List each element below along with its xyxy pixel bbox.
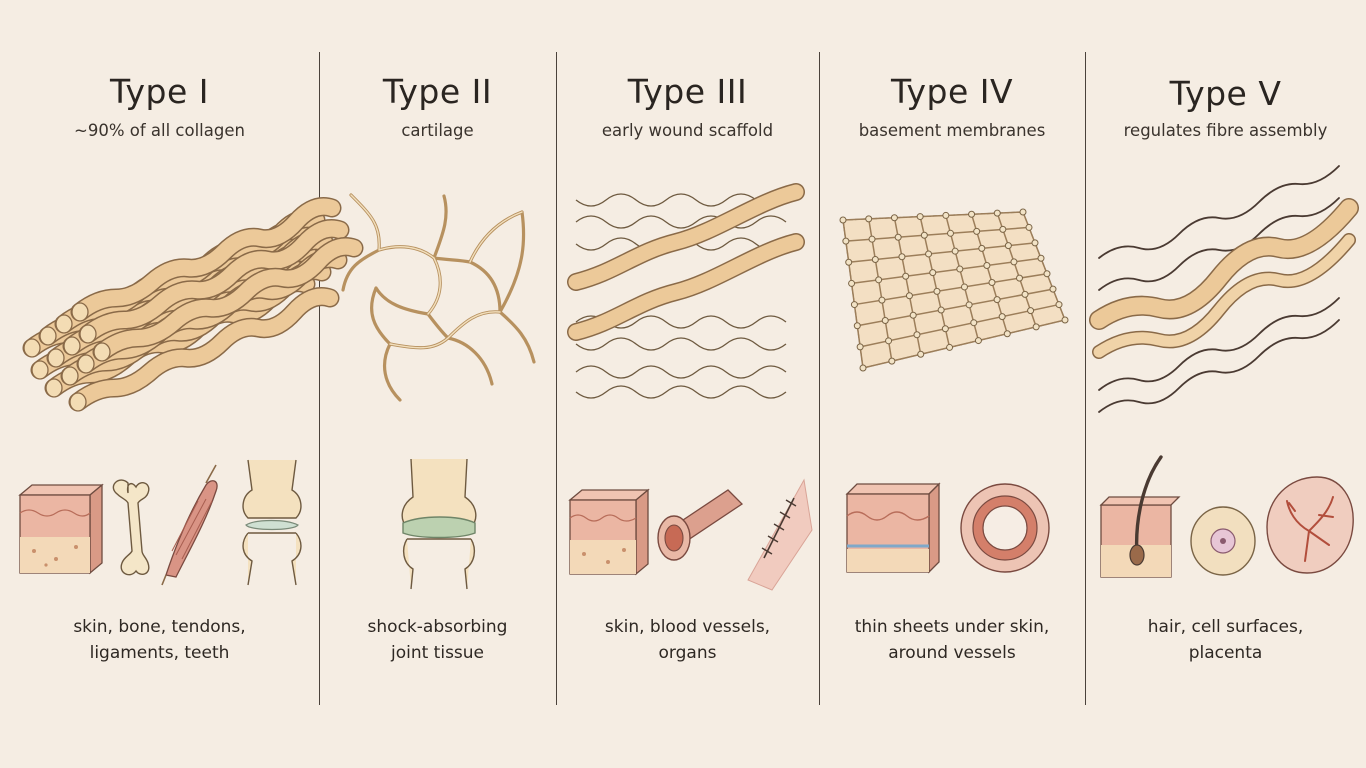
description-line: thin sheets under skin, [854,617,1050,637]
description-line: joint tissue [390,643,485,663]
description-line: organs [658,643,717,663]
column-subtitle: ~90% of all collagen [74,121,245,140]
description-line: shock-absorbing [367,617,508,637]
vessel-cross-section-icon [960,483,1050,573]
collagen-column-type-2: Type II cartilage shock-absorbing joint … [319,0,556,768]
collagen-column-type-4: Type IV basement membranes thin sheets u… [819,0,1085,768]
type-2-fibril-network-illustration [341,193,536,402]
collagen-column-type-5: Type V regulates fibre assembly [1085,0,1366,768]
type-5-fibre-assembly-illustration [1089,165,1359,413]
column-divider [319,52,320,705]
tissue-icons-row [401,458,477,590]
type-1-fibre-bundle-illustration [22,197,364,412]
column-description: skin, blood vessels, organs [556,614,819,666]
column-divider [1085,52,1086,705]
column-description: thin sheets under skin, around vessels [819,614,1085,666]
description-line: placenta [1188,643,1263,663]
tissue-icons-row [568,478,813,591]
skin-block-icon [845,482,941,574]
knee-joint-icon [242,459,302,586]
column-title: Type II [382,72,493,111]
skin-block-icon [18,483,104,575]
type-3-reticular-fibre-illustration [567,183,805,399]
column-divider [556,52,557,705]
description-line: ligaments, teeth [89,643,230,663]
column-subtitle: basement membranes [858,121,1046,140]
column-subtitle: cartilage [401,121,474,140]
cell-icon [1190,506,1256,576]
placenta-icon [1266,476,1354,574]
collagen-column-type-3: Type III early wound scaffold [556,0,819,768]
tissue-icons-row [1099,455,1354,578]
column-title: Type III [627,72,748,111]
muscle-tendon-icon [161,464,218,586]
skin-block-icon [568,488,650,576]
stitched-wound-icon [747,478,813,591]
description-line: hair, cell surfaces, [1147,617,1304,637]
tissue-icons-row [18,459,302,586]
column-description: skin, bone, tendons, ligaments, teeth [0,614,319,666]
collagen-column-type-1: Type I ~90% of all collagen [0,0,364,768]
column-subtitle: early wound scaffold [601,121,774,140]
knee-joint-icon [401,458,477,590]
bone-icon [112,479,150,576]
description-line: skin, bone, tendons, [73,617,246,637]
blood-vessel-icon [657,489,744,561]
tissue-icons-row [845,482,1050,574]
type-4-mesh-sheet-illustration [839,208,1069,372]
column-description: shock-absorbing joint tissue [319,614,556,666]
hair-follicle-icon [1099,455,1181,578]
description-line: around vessels [888,643,1016,663]
column-divider [819,52,820,705]
column-description: hair, cell surfaces, placenta [1085,614,1366,666]
column-subtitle: regulates fibre assembly [1123,121,1328,140]
column-title: Type IV [890,72,1014,111]
description-line: skin, blood vessels, [604,617,771,637]
column-title: Type I [109,72,210,111]
column-title: Type V [1169,74,1282,113]
fibre-bundle [22,197,364,412]
